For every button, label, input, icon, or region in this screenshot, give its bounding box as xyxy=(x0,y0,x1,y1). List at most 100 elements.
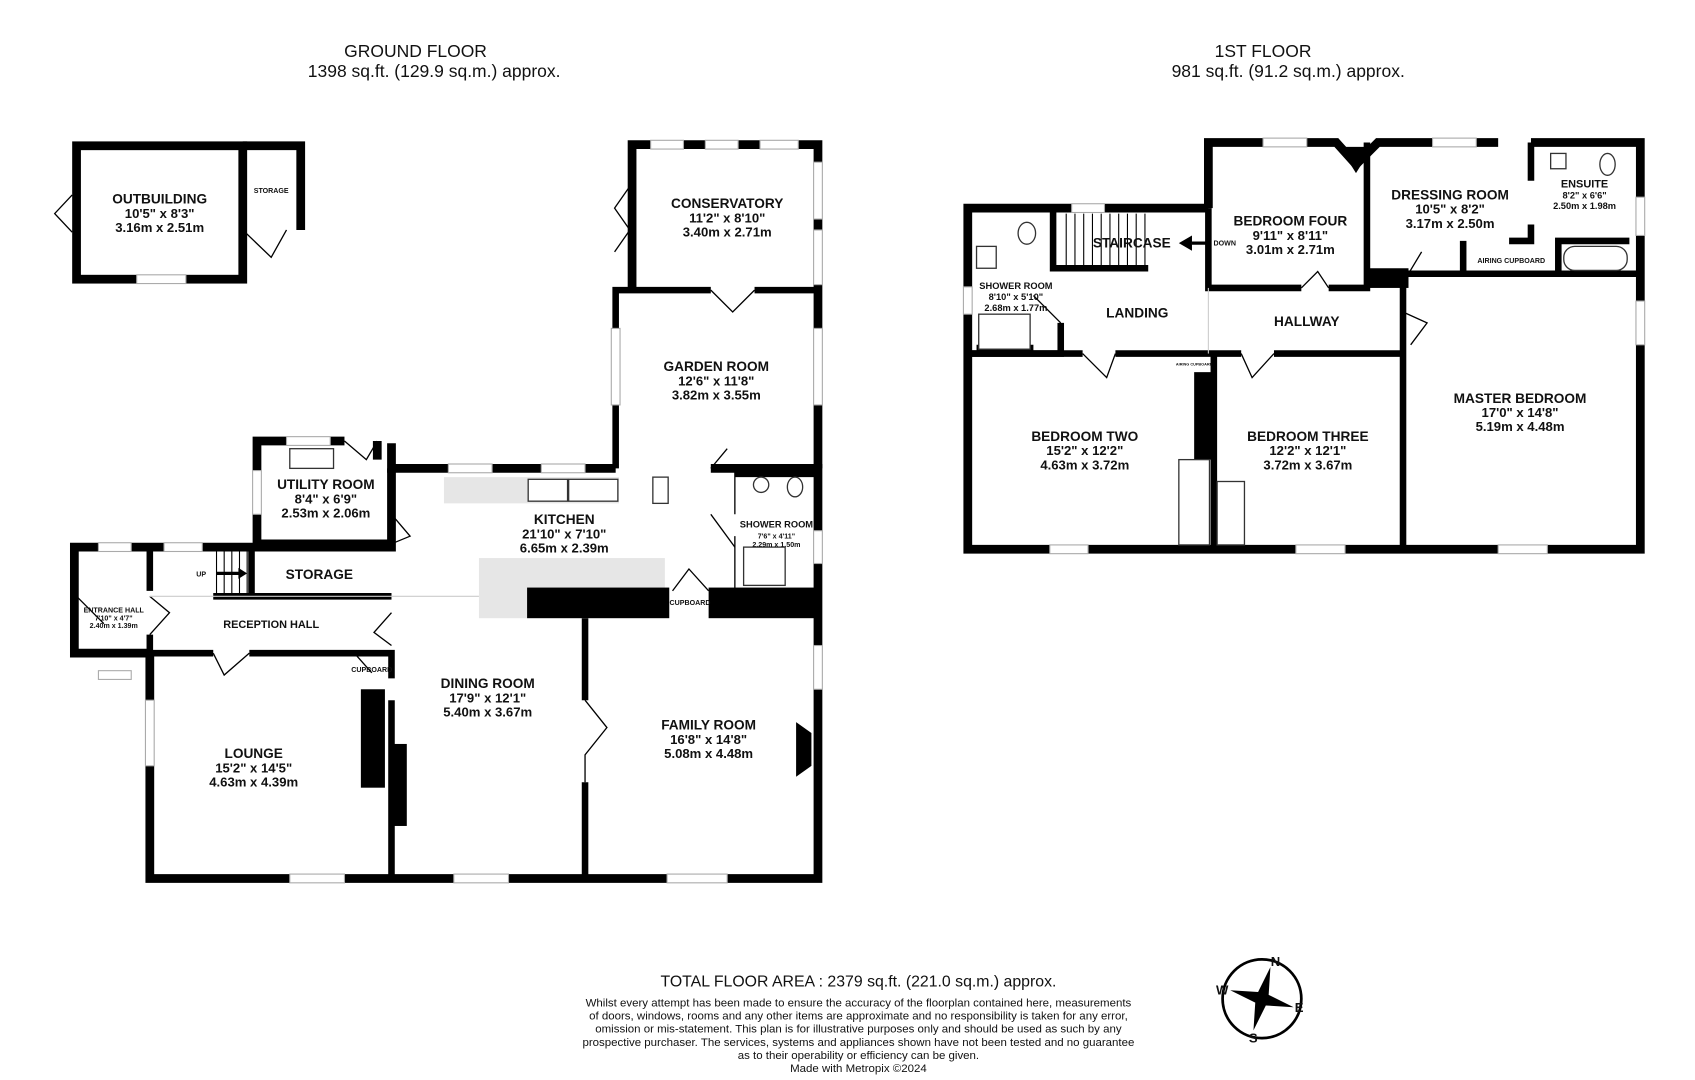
ensuite-dims-imperial: 8'2" x 6'6" xyxy=(1562,190,1606,200)
window xyxy=(650,139,685,150)
dressing-room-dims-metric: 3.17m x 2.50m xyxy=(1406,216,1495,231)
entrance-hall-dims-metric: 2.40m x 1.39m xyxy=(90,622,138,630)
outbuilding-storage-walls xyxy=(242,141,306,230)
basin-icon xyxy=(752,476,770,494)
window xyxy=(962,286,973,315)
garden-room-dims-metric: 3.82m x 3.55m xyxy=(672,387,761,402)
window xyxy=(813,327,823,406)
shower-room-door xyxy=(1032,295,1062,324)
airing-cupboard-label: AIRING CUPBOARD xyxy=(1477,257,1545,265)
window xyxy=(813,161,823,220)
first-floor-plan xyxy=(962,137,1646,555)
basin-icon xyxy=(975,245,997,269)
utility-room-label: UTILITY ROOM xyxy=(277,477,375,492)
lounge-cupboard-label: CUPBOARD xyxy=(351,666,392,674)
entrance-doors xyxy=(76,595,171,636)
window xyxy=(666,873,728,884)
ensuite-dims-metric: 2.50m x 1.98m xyxy=(1553,201,1616,211)
entrance-hall-label: ENTRANCE HALL xyxy=(84,607,145,615)
bedroom-three-dims-metric: 3.72m x 3.67m xyxy=(1263,457,1352,472)
window xyxy=(447,463,493,474)
garden-room-dims-imperial: 12'6" x 11'8" xyxy=(678,373,754,388)
bedroom-two-dims-imperial: 15'2" x 12'2" xyxy=(1046,443,1123,458)
wardrobe xyxy=(1178,458,1211,546)
hob-icon xyxy=(527,478,569,502)
ff-shower-room-dims-metric: 2.68m x 1.77m xyxy=(984,303,1047,313)
kitchen-dims-metric: 6.65m x 2.39m xyxy=(520,541,609,556)
outbuilding-door xyxy=(53,194,73,233)
ground-floor-area: 1398 sq.ft. (129.9 sq.m.) approx. xyxy=(308,61,561,81)
window xyxy=(540,463,586,474)
cooker-icon xyxy=(652,476,669,505)
window xyxy=(1635,196,1646,236)
shower-tray-icon xyxy=(978,313,1031,350)
first-floor-labels: SHOWER ROOM 8'10" x 5'10" 2.68m x 1.77m … xyxy=(979,178,1616,472)
window xyxy=(97,670,132,680)
garden-room-door xyxy=(710,289,756,313)
conservatory-dims-metric: 3.40m x 2.71m xyxy=(683,225,772,240)
lounge-label: LOUNGE xyxy=(224,746,282,761)
utility-room-dims-metric: 2.53m x 2.06m xyxy=(281,506,370,521)
sink-icon xyxy=(567,478,619,502)
window xyxy=(1432,137,1477,148)
bath-icon xyxy=(1563,245,1628,272)
utility-door xyxy=(344,440,412,545)
bedroom-four-dims-metric: 3.01m x 2.71m xyxy=(1246,242,1335,257)
stair-down-label: DOWN xyxy=(1214,239,1236,247)
window xyxy=(285,436,331,446)
disclaimer-line: as to their operability or efficiency ca… xyxy=(738,1050,979,1062)
dining-room-dims-metric: 5.40m x 3.67m xyxy=(443,705,532,720)
sink-icon xyxy=(289,448,335,470)
kitchen-cupboard-label: CUPBOARD xyxy=(670,599,711,607)
bedroom-four-door xyxy=(1300,270,1330,289)
bedroom-four-label: BEDROOM FOUR xyxy=(1233,214,1347,229)
family-room-label: FAMILY ROOM xyxy=(661,718,756,733)
window xyxy=(1049,544,1089,555)
ff-shower-room-dims-imperial: 8'10" x 5'10" xyxy=(989,292,1044,302)
window xyxy=(813,229,823,286)
first-floor-area: 981 sq.ft. (91.2 sq.m.) approx. xyxy=(1172,61,1405,81)
ground-floor-plan xyxy=(53,139,823,884)
dressing-room-dims-imperial: 10'5" x 8'2" xyxy=(1415,202,1485,217)
conservatory-walls xyxy=(627,140,823,469)
main-walls-west xyxy=(69,468,396,658)
staircase-label: STAIRCASE xyxy=(1093,235,1171,250)
conservatory-door xyxy=(613,185,631,253)
utility-room-dims-imperial: 8'4" x 6'9" xyxy=(295,491,357,506)
bedroom-three-dims-imperial: 12'2" x 12'1" xyxy=(1269,443,1346,458)
entrance-hall-dims-imperial: 7'10" x 4'7" xyxy=(95,614,133,622)
disclaimer-line: Whilst every attempt has been made to en… xyxy=(586,997,1132,1009)
dividing-wall xyxy=(708,587,818,619)
ground-floor-title: GROUND FLOOR xyxy=(344,41,487,61)
chimney-breast xyxy=(1194,372,1217,460)
ensuite-label: ENSUITE xyxy=(1561,178,1608,190)
dressing-room-label: DRESSING ROOM xyxy=(1391,187,1509,202)
staircase-icon xyxy=(215,551,248,595)
window xyxy=(453,873,510,884)
window xyxy=(1071,203,1106,214)
kitchen-dims-imperial: 21'10" x 7'10" xyxy=(522,526,606,541)
garden-room-walls xyxy=(612,286,818,469)
dividing-wall xyxy=(527,587,670,619)
outbuilding-dims-metric: 3.16m x 2.51m xyxy=(115,220,204,235)
family-room-dims-metric: 5.08m x 4.48m xyxy=(664,746,753,761)
outbuilding-dims-imperial: 10'5" x 8'3" xyxy=(125,206,195,221)
ground-floor-labels: OUTBUILDING 10'5" x 8'3" 3.16m x 2.51m S… xyxy=(84,187,814,790)
bedroom-two-label: BEDROOM TWO xyxy=(1031,429,1138,444)
family-room-door xyxy=(584,699,608,783)
toilet-icon xyxy=(786,476,804,498)
window xyxy=(97,542,132,553)
window xyxy=(163,542,203,553)
shower-tray-icon xyxy=(742,546,786,587)
first-floor-outer-walls xyxy=(963,138,1645,554)
disclaimer-line: of doors, windows, rooms and any other i… xyxy=(589,1011,1128,1023)
window xyxy=(1295,544,1346,555)
outbuilding-storage-label: STORAGE xyxy=(254,187,289,195)
window xyxy=(289,873,346,884)
disclaimer-line: prospective purchaser. The services, sys… xyxy=(582,1037,1134,1049)
chimney-breast xyxy=(391,743,407,826)
reception-hall-label: RECEPTION HALL xyxy=(223,619,319,631)
storage-door xyxy=(242,229,288,259)
compass-s: S xyxy=(1249,1030,1258,1045)
